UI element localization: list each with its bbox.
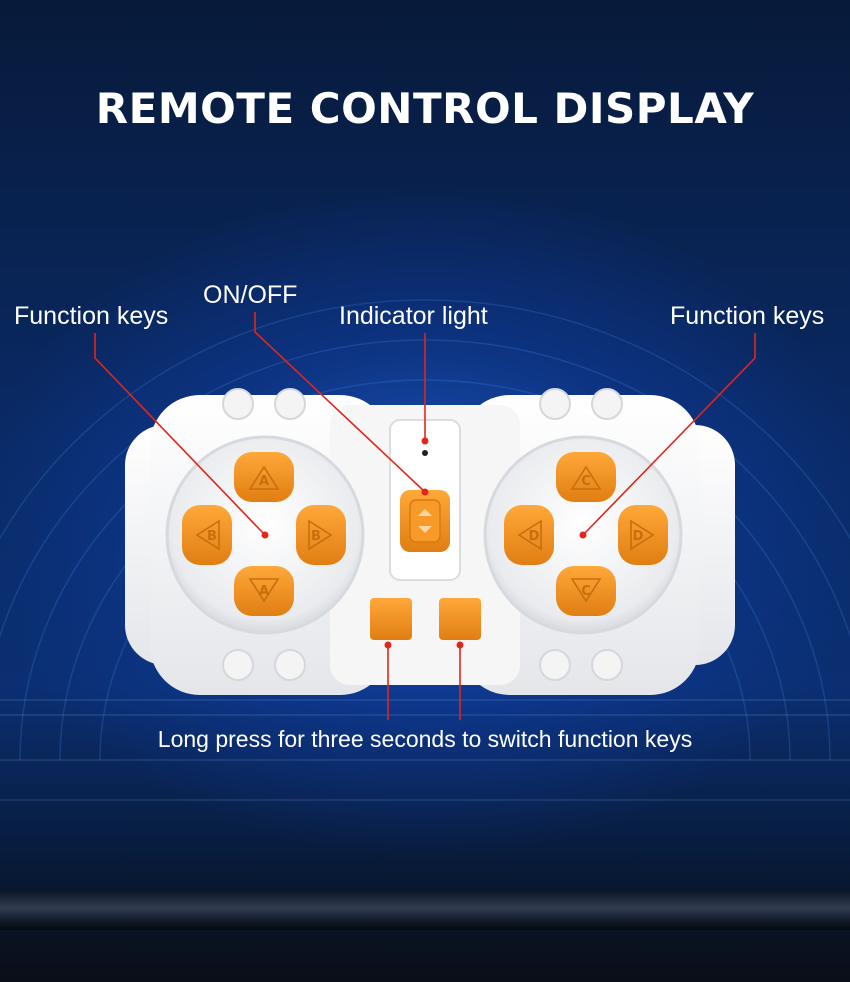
- right-left-key-label: D: [529, 529, 540, 544]
- mode-switch-button-right[interactable]: [439, 598, 481, 640]
- mode-switch-button-left[interactable]: [370, 598, 412, 640]
- left-up-key-label: A: [259, 474, 269, 489]
- label-long-press-instruction: Long press for three seconds to switch f…: [157, 726, 693, 752]
- label-function-keys-right: Function keys: [670, 302, 825, 330]
- left-left-key-label: B: [207, 529, 217, 544]
- label-function-keys-left: Function keys: [14, 302, 169, 330]
- right-right-key-label: D: [633, 529, 644, 544]
- callout-line-left-function: [94, 333, 266, 536]
- label-indicator-light: Indicator light: [339, 302, 488, 330]
- on-off-switch[interactable]: [400, 490, 450, 552]
- label-on-off: ON/OFF: [203, 281, 298, 309]
- bottom-reflection-bar: [0, 890, 850, 930]
- callout-line-right-function: [582, 333, 756, 536]
- page-title: REMOTE CONTROL DISPLAY: [95, 84, 755, 133]
- arrow-right-icon: [630, 519, 655, 551]
- right-dpad: C C D D: [504, 452, 668, 616]
- left-dpad-right-button[interactable]: [296, 505, 346, 565]
- callout-dots: [261, 437, 587, 649]
- arrow-left-icon: [195, 519, 220, 551]
- right-down-key-label: C: [581, 584, 591, 599]
- left-right-key-label: B: [311, 529, 321, 544]
- arrow-down-icon: [248, 578, 280, 603]
- arrow-left-icon: [517, 519, 542, 551]
- callout-lines: [94, 312, 756, 720]
- arrow-up-icon: [570, 465, 602, 490]
- callout-line-on-off: [254, 312, 426, 493]
- arrow-up-icon: [248, 465, 280, 490]
- left-dpad: A A B B: [182, 452, 346, 616]
- indicator-led: [422, 450, 428, 456]
- left-down-key-label: A: [259, 584, 269, 599]
- right-up-key-label: C: [581, 474, 591, 489]
- arrow-right-icon: [308, 519, 333, 551]
- arrow-down-icon: [570, 578, 602, 603]
- lego-studs: [222, 388, 623, 681]
